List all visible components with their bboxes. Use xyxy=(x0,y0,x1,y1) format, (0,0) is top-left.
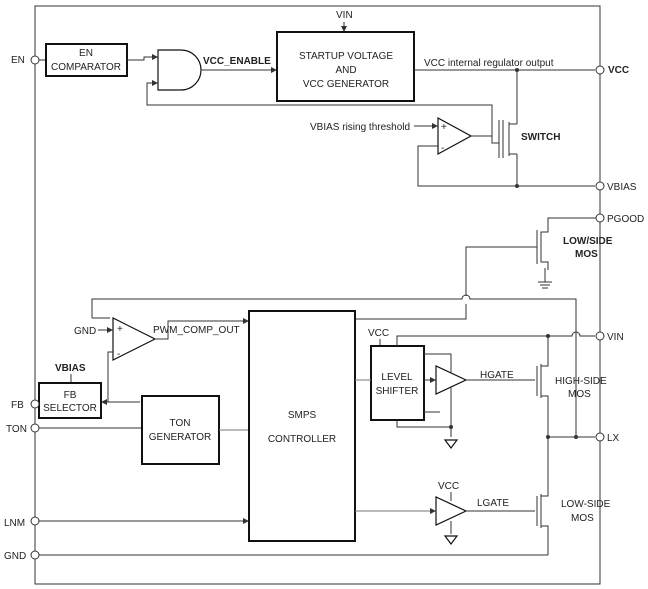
fb-selector-label-2: SELECTOR xyxy=(43,403,97,414)
lgate-label: LGATE xyxy=(477,498,509,509)
pin-vcc xyxy=(595,65,605,75)
level-shifter-block xyxy=(370,345,425,421)
pin-label-fb: FB xyxy=(11,400,24,411)
pin-label-lnm: LNM xyxy=(4,518,25,529)
en-comparator-label-2: COMPARATOR xyxy=(51,62,121,73)
svg-text:-: - xyxy=(117,349,120,360)
pwm-comparator xyxy=(112,317,157,361)
ton-generator-label-1: TON xyxy=(170,418,191,429)
smps-controller-label-2: CONTROLLER xyxy=(268,434,336,445)
startup-label-3: VCC GENERATOR xyxy=(303,79,389,90)
pin-lx xyxy=(595,432,605,442)
svg-text:+: + xyxy=(441,122,447,133)
vin-top-label: VIN xyxy=(336,10,353,21)
startup-vcc-generator-block xyxy=(276,31,415,102)
high-side-mos-label-2: MOS xyxy=(568,389,591,400)
vcc-enable-label: VCC_ENABLE xyxy=(203,56,271,67)
en-comparator-block xyxy=(45,43,128,77)
pin-pgood xyxy=(595,213,605,223)
fb-selector-label-1: FB xyxy=(64,390,77,401)
pin-fb xyxy=(30,399,40,409)
low-side-mos-label-1: LOW-SIDE xyxy=(561,499,611,510)
gnd-comp-label: GND xyxy=(74,326,96,337)
hgate-label: HGATE xyxy=(480,370,514,381)
en-comparator-label-1: EN xyxy=(79,48,93,59)
vcc-ls-label: VCC xyxy=(368,328,389,339)
pin-vbias xyxy=(595,181,605,191)
lgate-driver xyxy=(435,496,468,526)
chip-outline xyxy=(34,5,601,585)
low-side-mos-top-label-2: MOS xyxy=(575,249,598,260)
pin-label-lx: LX xyxy=(607,433,620,444)
smps-controller-label-1: SMPS xyxy=(288,410,317,421)
ton-generator-label-2: GENERATOR xyxy=(149,432,211,443)
vcc-lg-label: VCC xyxy=(438,481,459,492)
smps-controller-block xyxy=(248,310,356,542)
pin-label-vin: VIN xyxy=(607,332,624,343)
high-side-mos-label-1: HIGH-SIDE xyxy=(555,376,607,387)
pin-vin xyxy=(595,331,605,341)
pin-label-pgood: PGOOD xyxy=(607,214,644,225)
vbias-comparator xyxy=(437,116,473,156)
switch-label: SWITCH xyxy=(521,132,560,143)
pin-label-vbias: VBIAS xyxy=(607,182,637,193)
pwm-comp-out-label: PWM_COMP_OUT xyxy=(153,325,240,336)
svg-text:-: - xyxy=(441,143,444,154)
pin-en xyxy=(30,55,40,65)
pin-label-vcc: VCC xyxy=(608,65,629,76)
vbias-fb-label: VBIAS xyxy=(55,363,86,374)
and-gate xyxy=(157,49,202,91)
ton-generator-block xyxy=(141,395,220,465)
pin-gnd xyxy=(30,550,40,560)
pin-ton xyxy=(30,423,40,433)
level-shifter-label-2: SHIFTER xyxy=(376,386,419,397)
svg-text:+: + xyxy=(117,324,123,335)
fb-selector-block xyxy=(38,382,102,419)
pin-label-gnd: GND xyxy=(4,551,26,562)
low-side-mos-top-label-1: LOW/SIDE xyxy=(563,236,613,247)
pin-label-ton: TON xyxy=(6,424,27,435)
pin-lnm xyxy=(30,516,40,526)
startup-label-2: AND xyxy=(335,65,356,76)
low-side-mos-label-2: MOS xyxy=(571,513,594,524)
pin-label-en: EN xyxy=(11,55,25,66)
vbias-threshold-label: VBIAS rising threshold xyxy=(310,122,410,133)
vcc-internal-label: VCC internal regulator output xyxy=(424,58,554,69)
level-shifter-label-1: LEVEL xyxy=(381,372,413,383)
startup-label-1: STARTUP VOLTAGE xyxy=(299,51,393,62)
